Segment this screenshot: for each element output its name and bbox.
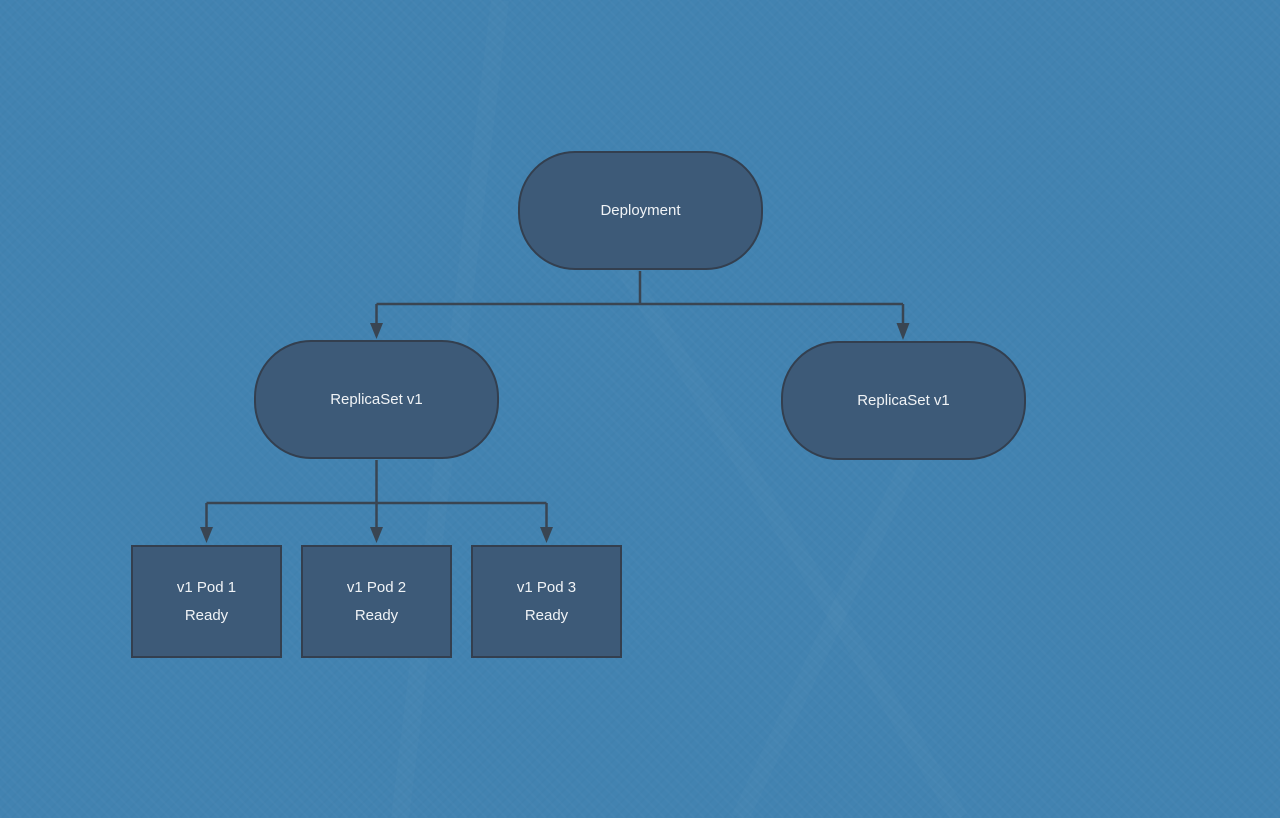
replicaset-node-left: ReplicaSet v1 [254, 340, 499, 459]
pod-2-status: Ready [354, 606, 399, 624]
arrowhead-replicaset-right [896, 323, 910, 340]
arrowhead-pod-2 [370, 527, 383, 543]
connector-replicaset-to-pods [200, 460, 553, 543]
deployment-label: Deployment [600, 201, 681, 219]
pod-3-name: v1 Pod 3 [516, 578, 577, 596]
pod-node-1: v1 Pod 1 Ready [131, 545, 282, 658]
pod-2-name: v1 Pod 2 [346, 578, 407, 596]
arrowhead-pod-3 [540, 527, 553, 543]
arrowhead-pod-1 [200, 527, 213, 543]
replicaset-right-label: ReplicaSet v1 [857, 391, 950, 409]
replicaset-left-label: ReplicaSet v1 [330, 390, 423, 408]
connector-deployment-to-replicasets [370, 271, 910, 340]
pod-1-status: Ready [184, 606, 229, 624]
replicaset-node-right: ReplicaSet v1 [781, 341, 1026, 460]
arrowhead-replicaset-left [370, 323, 383, 339]
pod-3-status: Ready [524, 606, 569, 624]
deployment-node: Deployment [518, 151, 763, 270]
pod-1-name: v1 Pod 1 [176, 578, 237, 596]
pod-node-2: v1 Pod 2 Ready [301, 545, 452, 658]
pod-node-3: v1 Pod 3 Ready [471, 545, 622, 658]
